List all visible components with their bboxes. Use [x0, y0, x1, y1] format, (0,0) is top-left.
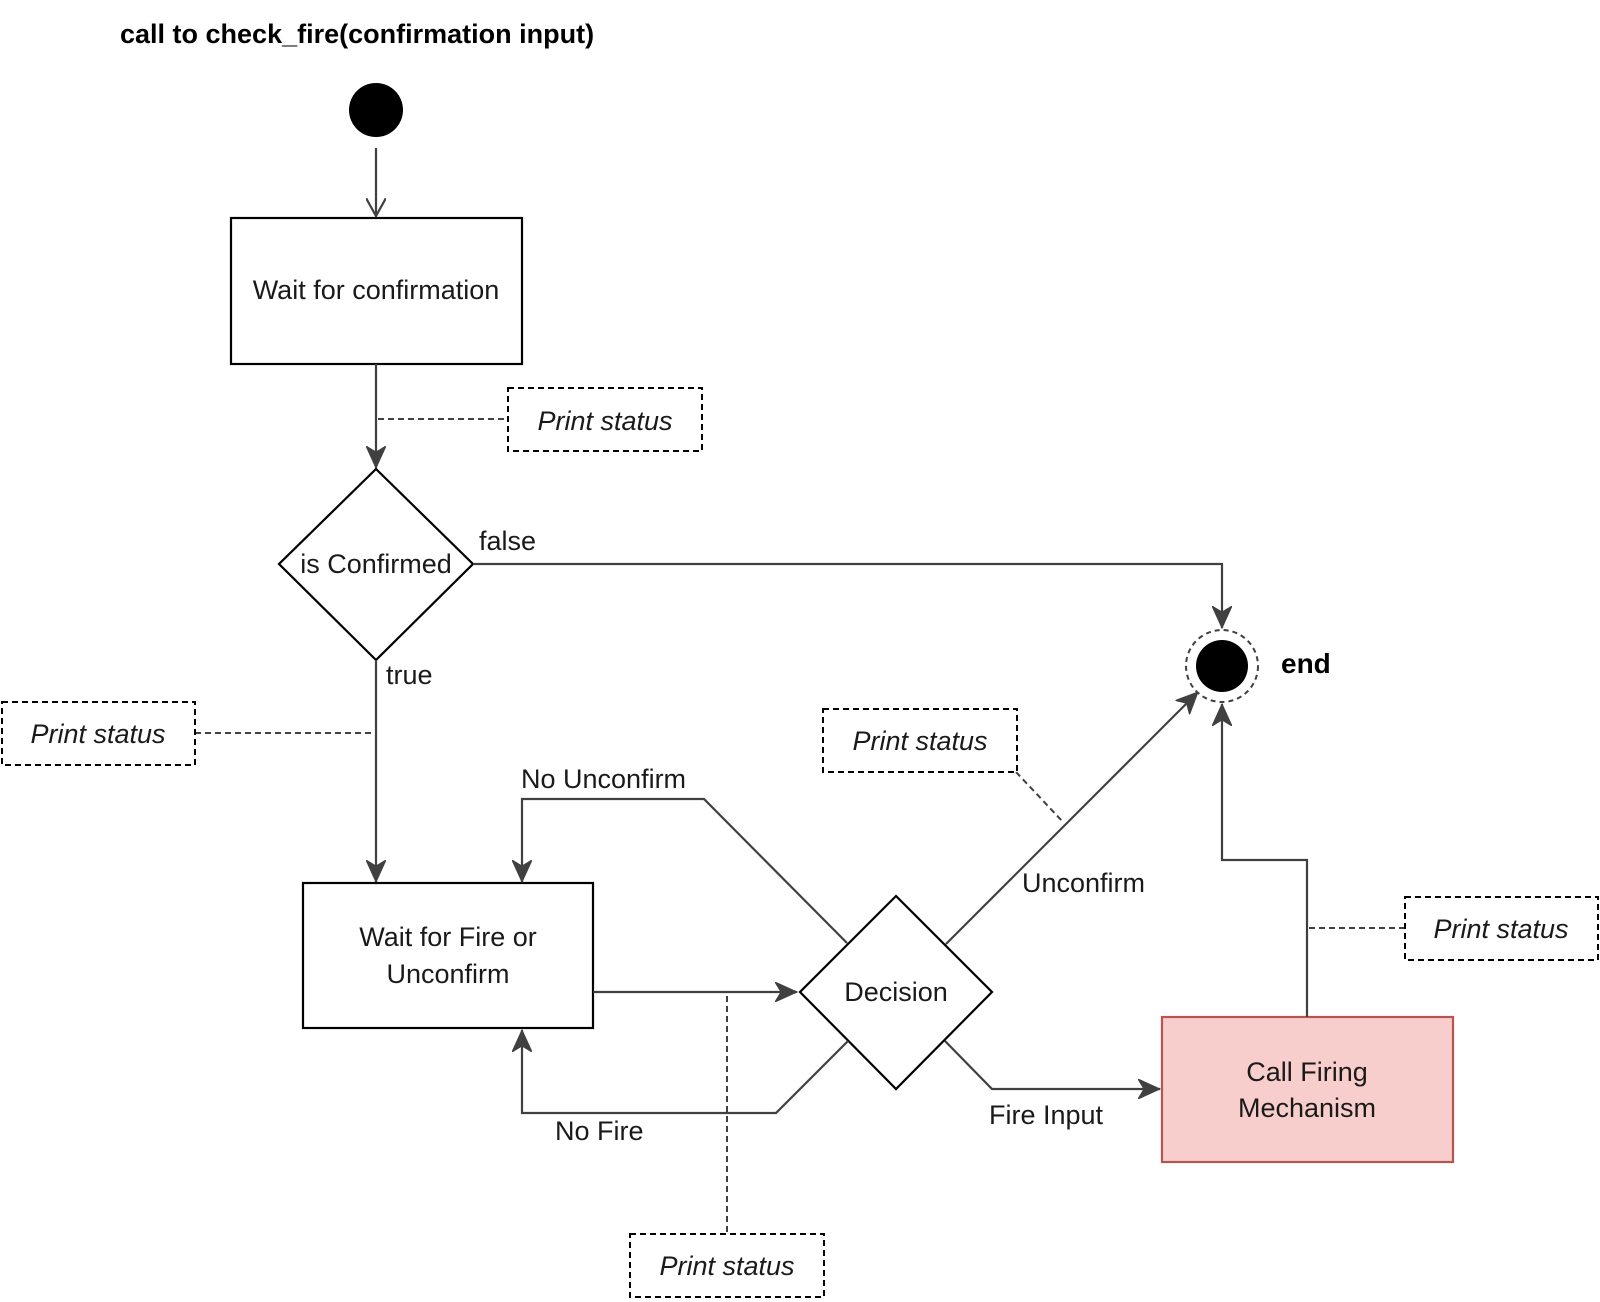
print-status-note-1-label: Print status — [537, 406, 672, 436]
edge-no-unconfirm-loop — [522, 797, 848, 944]
decision-node — [798, 894, 994, 1091]
edge-label-false: false — [479, 526, 536, 556]
print-status-note-5-label: Print status — [659, 1251, 794, 1281]
edge-fire-input — [944, 1040, 1160, 1089]
end-node — [1196, 640, 1248, 692]
call-firing-label-line2: Mechanism — [1238, 1093, 1376, 1123]
edge-false-to-end — [473, 562, 1222, 628]
edge-label-fire-input: Fire Input — [989, 1100, 1104, 1130]
start-node — [349, 83, 403, 137]
diagram-title: call to check_fire(confirmation input) — [120, 19, 594, 49]
edge-unconfirm-to-end — [945, 692, 1198, 945]
print-status-note-1 — [507, 387, 703, 452]
edge-no-fire-loop — [522, 1030, 849, 1115]
print-status-note-5 — [629, 1233, 825, 1298]
wait-for-confirmation-label: Wait for confirmation — [253, 275, 500, 305]
edge-label-true: true — [386, 660, 433, 690]
decision-label: Decision — [844, 977, 948, 1007]
print-status-note-3 — [822, 708, 1018, 773]
wait-for-fire-label-line1: Wait for Fire or — [359, 922, 537, 952]
print-status-note-4-label: Print status — [1433, 914, 1568, 944]
print-status-note-2-label: Print status — [30, 719, 165, 749]
is-confirmed-label: is Confirmed — [300, 549, 452, 579]
print-status-note-4 — [1404, 896, 1599, 961]
note-link-3 — [1015, 771, 1064, 823]
edge-label-no-fire: No Fire — [555, 1116, 644, 1146]
print-status-note-2 — [1, 701, 196, 766]
edge-label-unconfirm: Unconfirm — [1022, 868, 1145, 898]
wait-for-fire-label-line2: Unconfirm — [386, 959, 509, 989]
call-firing-mechanism-node — [1160, 1015, 1455, 1164]
call-firing-label-line1: Call Firing — [1246, 1057, 1368, 1087]
edge-call-firing-to-end — [1222, 704, 1309, 1017]
wait-for-fire-node — [301, 881, 595, 1030]
print-status-note-3-label: Print status — [852, 726, 987, 756]
edge-label-no-unconfirm: No Unconfirm — [521, 764, 686, 794]
end-label: end — [1281, 648, 1331, 679]
